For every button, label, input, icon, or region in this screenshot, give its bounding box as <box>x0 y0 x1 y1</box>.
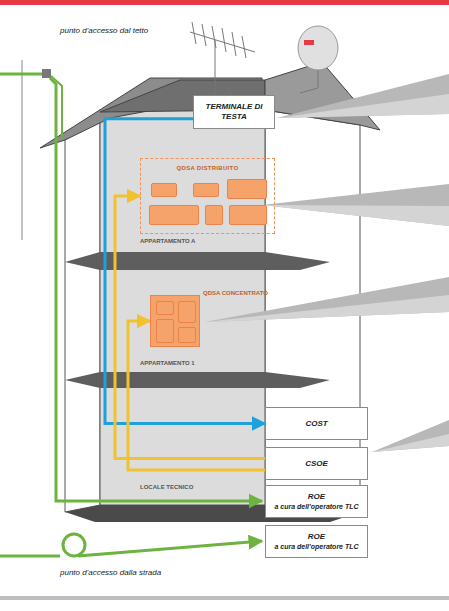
qdsa-region: QDSA DISTRIBUITO <box>140 158 275 234</box>
roe-box: ROEa cura dell'operatore TLC <box>265 525 368 558</box>
distribution-unit <box>149 205 199 225</box>
callout-pointer <box>372 420 449 452</box>
distribution-unit <box>156 301 174 315</box>
fiber-line <box>51 76 62 140</box>
callout-pointer <box>262 184 449 226</box>
fiber-line <box>0 555 60 558</box>
callout-pointer <box>205 295 449 322</box>
distribution-unit <box>178 327 196 343</box>
fiber-line <box>0 73 44 76</box>
distribution-unit <box>205 205 223 225</box>
distribution-unit <box>193 183 219 197</box>
access-box <box>42 69 51 78</box>
callout-pointer <box>205 277 449 322</box>
floor-label: APPARTAMENTO A <box>140 238 195 244</box>
satellite-dish <box>298 26 338 93</box>
callout-pointer <box>262 205 449 226</box>
distribution-unit <box>229 205 267 225</box>
node-title: COST <box>270 419 363 429</box>
csoe-box: CSOE <box>265 447 368 480</box>
top-bar <box>0 0 449 5</box>
distribution-unit <box>227 179 267 199</box>
distribution-unit <box>151 183 177 197</box>
cost-box: COST <box>265 407 368 440</box>
fiber-line <box>78 541 262 556</box>
node-title: QDSA CONCENTRATO <box>203 290 268 296</box>
node-title: ROE <box>270 492 363 502</box>
floor-label: LOCALE TECNICO <box>140 484 193 490</box>
roof-right <box>265 62 380 130</box>
callout-pointer <box>372 434 449 452</box>
cable-connector <box>115 196 265 459</box>
pole <box>22 60 23 240</box>
left-wall <box>65 118 100 512</box>
access-label: punto d'accesso dalla strada <box>60 568 161 577</box>
fiber-coil <box>63 534 85 556</box>
qdsa-panel: QDSA CONCENTRATO <box>150 295 200 347</box>
fiber-line <box>50 78 262 501</box>
distribution-unit <box>178 301 196 323</box>
distribution-unit <box>156 319 174 343</box>
node-note: a cura dell'operatore TLC <box>270 542 363 552</box>
callout-pointer <box>277 94 449 118</box>
node-title: CSOE <box>270 459 363 469</box>
node-title: TERMINALE DI TESTA <box>198 102 270 122</box>
floor-label: APPARTAMENTO 1 <box>140 360 195 366</box>
node-title: ROE <box>270 532 363 542</box>
access-label: punto d'accesso dal tetto <box>60 26 148 35</box>
tv-antenna <box>190 22 255 95</box>
head-terminal-box: TERMINALE DI TESTA <box>193 95 275 129</box>
callout-pointer <box>277 74 449 118</box>
node-note: a cura dell'operatore TLC <box>270 502 363 512</box>
node-title: QDSA DISTRIBUITO <box>141 165 274 171</box>
roe-box: ROEa cura dell'operatore TLC <box>265 485 368 518</box>
bottom-bar <box>0 596 449 600</box>
